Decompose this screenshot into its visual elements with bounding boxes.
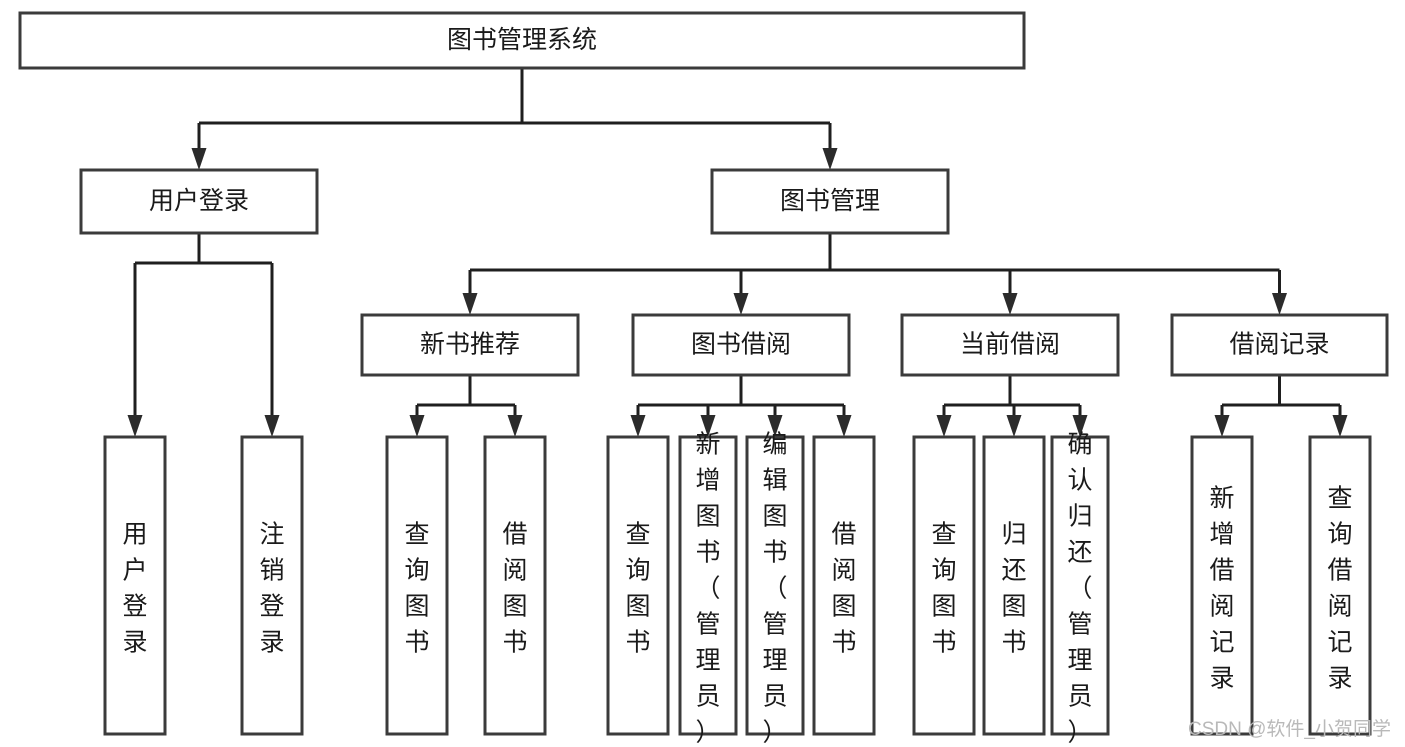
node-label: 查询图书 xyxy=(625,520,650,656)
node-box[interactable] xyxy=(79,168,319,235)
node-label: 图书借阅 xyxy=(691,331,791,359)
arrow-head-icon xyxy=(733,293,749,315)
arrow-head-icon xyxy=(630,415,646,437)
node-label: 查询借阅记录 xyxy=(1327,484,1352,692)
node-leaf-addrec[interactable]: 新增借阅记录 xyxy=(1190,435,1254,736)
node-box[interactable] xyxy=(360,313,580,377)
node-label: 注销登录 xyxy=(259,520,284,656)
node-label: 图书管理系统 xyxy=(447,26,597,54)
node-current[interactable]: 当前借阅 xyxy=(900,313,1120,377)
node-label: 新增借阅记录 xyxy=(1209,484,1234,692)
arrow-head-icon xyxy=(836,415,852,437)
arrow-head-icon xyxy=(1006,415,1022,437)
node-login[interactable]: 用户登录 xyxy=(79,168,319,235)
arrow-head-icon xyxy=(507,415,523,437)
arrow-head-icon xyxy=(767,415,783,437)
node-label: 查询图书 xyxy=(931,520,956,656)
node-box[interactable] xyxy=(385,435,449,736)
arrow-head-icon xyxy=(1072,415,1088,437)
node-label: 查询图书 xyxy=(404,520,429,656)
node-label: 用户登录 xyxy=(149,187,249,215)
node-label: 新书推荐 xyxy=(420,331,520,359)
node-layer: 图书管理系统用户登录图书管理新书推荐图书借阅当前借阅借阅记录用户登录注销登录查询… xyxy=(18,11,1389,746)
node-box[interactable] xyxy=(678,435,738,736)
arrow-head-icon xyxy=(409,415,425,437)
node-label: 新增图书（管理员） xyxy=(695,430,720,746)
node-box[interactable] xyxy=(606,435,670,736)
node-bookmgmt[interactable]: 图书管理 xyxy=(710,168,950,235)
node-leaf-query2[interactable]: 查询图书 xyxy=(606,435,670,736)
node-label: 当前借阅 xyxy=(960,331,1060,359)
watermark-label: CSDN @软件_小贺同学 xyxy=(1188,719,1391,740)
arrow-head-icon xyxy=(1332,415,1348,437)
node-leaf-query3[interactable]: 查询图书 xyxy=(912,435,976,736)
connector-layer xyxy=(127,68,1348,437)
node-borrow[interactable]: 图书借阅 xyxy=(631,313,851,377)
node-box[interactable] xyxy=(483,435,547,736)
node-label: 归还图书 xyxy=(1001,520,1026,656)
node-label: 图书管理 xyxy=(780,187,880,215)
node-box[interactable] xyxy=(710,168,950,235)
arrow-head-icon xyxy=(127,415,143,437)
arrow-head-icon xyxy=(264,415,280,437)
node-label: 用户登录 xyxy=(122,520,147,656)
node-leaf-login[interactable]: 用户登录 xyxy=(103,435,167,736)
node-box[interactable] xyxy=(240,435,304,736)
node-box[interactable] xyxy=(18,11,1026,70)
node-box[interactable] xyxy=(982,435,1046,736)
arrow-head-icon xyxy=(936,415,952,437)
node-leaf-logout[interactable]: 注销登录 xyxy=(240,435,304,736)
node-leaf-query1[interactable]: 查询图书 xyxy=(385,435,449,736)
node-leaf-borrow2[interactable]: 借阅图书 xyxy=(812,435,876,736)
node-records[interactable]: 借阅记录 xyxy=(1170,313,1389,377)
arrow-head-icon xyxy=(822,148,838,170)
node-box[interactable] xyxy=(1190,435,1254,736)
node-box[interactable] xyxy=(631,313,851,377)
node-leaf-confirm[interactable]: 确认归还（管理员） xyxy=(1050,430,1110,746)
node-root[interactable]: 图书管理系统 xyxy=(18,11,1026,70)
arrow-head-icon xyxy=(1272,293,1287,315)
node-label: 编辑图书（管理员） xyxy=(762,430,787,746)
node-label: 确认归还（管理员） xyxy=(1067,430,1092,746)
node-box[interactable] xyxy=(912,435,976,736)
node-box[interactable] xyxy=(1050,435,1110,736)
node-box[interactable] xyxy=(103,435,167,736)
node-label: 借阅图书 xyxy=(502,520,527,656)
node-newbook[interactable]: 新书推荐 xyxy=(360,313,580,377)
arrow-head-icon xyxy=(700,415,716,437)
node-leaf-add[interactable]: 新增图书（管理员） xyxy=(678,430,738,746)
node-box[interactable] xyxy=(1308,435,1372,736)
node-box[interactable] xyxy=(900,313,1120,377)
node-label: 借阅图书 xyxy=(831,520,856,656)
node-label: 借阅记录 xyxy=(1229,331,1329,359)
arrow-head-icon xyxy=(191,148,207,170)
arrow-head-icon xyxy=(462,293,478,315)
node-leaf-edit[interactable]: 编辑图书（管理员） xyxy=(745,430,805,746)
node-box[interactable] xyxy=(745,435,805,736)
arrow-head-icon xyxy=(1214,415,1230,437)
node-leaf-queryrec[interactable]: 查询借阅记录 xyxy=(1308,435,1372,736)
node-leaf-borrow1[interactable]: 借阅图书 xyxy=(483,435,547,736)
node-leaf-return[interactable]: 归还图书 xyxy=(982,435,1046,736)
node-box[interactable] xyxy=(1170,313,1389,377)
node-box[interactable] xyxy=(812,435,876,736)
arrow-head-icon xyxy=(1002,293,1018,315)
